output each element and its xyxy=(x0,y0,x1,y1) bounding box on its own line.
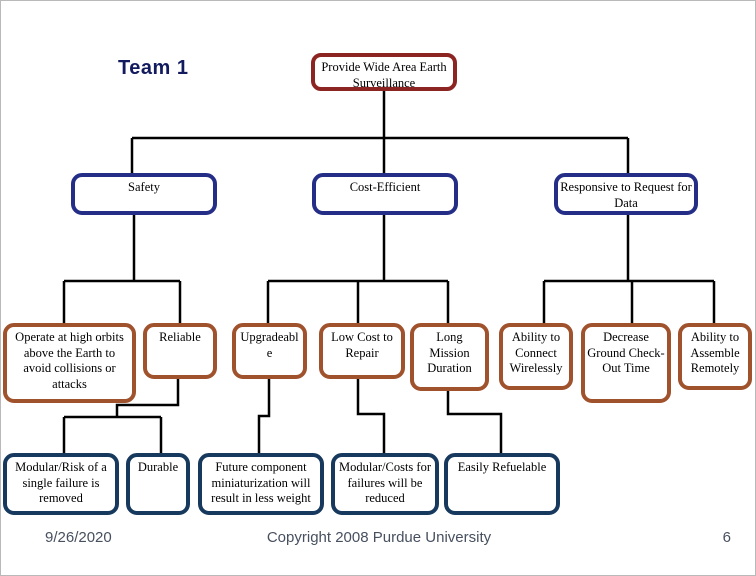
node-provide-wide-area-earth-surveillance: Provide Wide Area Earth Surveillance xyxy=(311,53,457,91)
footer-page-number: 6 xyxy=(722,529,731,546)
node-modular-costs-for-failures: Modular/Costs for failures will be reduc… xyxy=(331,453,439,515)
connector-segment xyxy=(257,379,271,453)
footer-copyright: Copyright 2008 Purdue University xyxy=(266,529,492,546)
connector-cost-efficient-subtree xyxy=(266,215,450,323)
node-cost-efficient: Cost-Efficient xyxy=(312,173,458,215)
connector-responsive-subtree xyxy=(542,215,716,323)
connector-root-to-level2 xyxy=(130,91,630,173)
slide-title: Team 1 xyxy=(118,57,189,79)
footer-date: 9/26/2020 xyxy=(45,529,112,546)
node-decrease-ground-check-out-time: Decrease Ground Check-Out Time xyxy=(581,323,671,403)
node-low-cost-to-repair: Low Cost to Repair xyxy=(319,323,405,379)
node-responsive-to-request-for-data: Responsive to Request for Data xyxy=(554,173,698,215)
connector-segment xyxy=(446,391,503,453)
node-durable: Durable xyxy=(126,453,190,515)
node-safety: Safety xyxy=(71,173,217,215)
node-future-component-miniaturization: Future component miniaturization will re… xyxy=(198,453,324,515)
node-ability-to-connect-wirelessly: Ability to Connect Wirelessly xyxy=(499,323,573,390)
connector-segment xyxy=(356,379,386,453)
node-operate-at-high-orbits: Operate at high orbits above the Earth t… xyxy=(3,323,136,403)
node-easily-refuelable: Easily Refuelable xyxy=(444,453,560,515)
node-long-mission-duration: Long Mission Duration xyxy=(410,323,489,391)
connector-segment xyxy=(115,379,180,417)
connector-safety-subtree xyxy=(62,215,182,323)
connector-level3-to-level4 xyxy=(62,379,503,453)
node-ability-to-assemble-remotely: Ability to Assemble Remotely xyxy=(678,323,752,390)
node-modular-risk-single-failure: Modular/Risk of a single failure is remo… xyxy=(3,453,119,515)
node-upgradeable: Upgradeable xyxy=(232,323,307,379)
node-reliable: Reliable xyxy=(143,323,217,379)
